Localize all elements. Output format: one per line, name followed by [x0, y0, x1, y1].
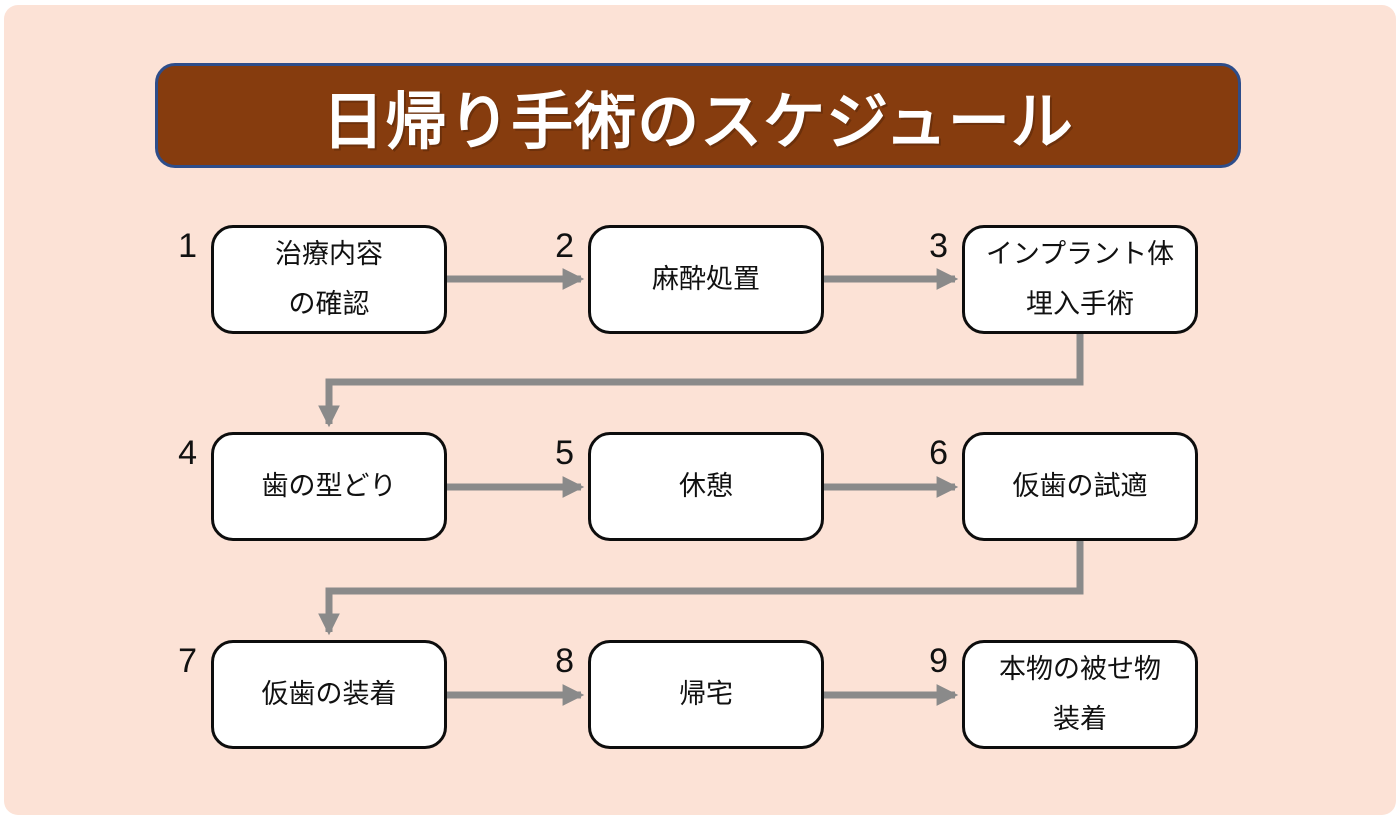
step-box-final-crown-attach: 本物の被せ物 装着 — [962, 640, 1198, 749]
step-number-1: 1 — [178, 227, 197, 265]
step-number-9: 9 — [929, 642, 948, 680]
step-box-treatment-confirmation: 治療内容 の確認 — [211, 225, 447, 334]
step-number-2: 2 — [555, 227, 574, 265]
step-number-5: 5 — [555, 434, 574, 472]
step-box-rest: 休憩 — [588, 432, 824, 541]
step-box-go-home: 帰宅 — [588, 640, 824, 749]
step-box-implant-surgery: インプラント体 埋入手術 — [962, 225, 1198, 334]
step-number-6: 6 — [929, 434, 948, 472]
title-banner: 日帰り手術のスケジュール — [155, 63, 1241, 168]
step-number-7: 7 — [178, 642, 197, 680]
step-box-anesthesia: 麻酔処置 — [588, 225, 824, 334]
step-box-temporary-teeth-attach: 仮歯の装着 — [211, 640, 447, 749]
step-box-tooth-impression: 歯の型どり — [211, 432, 447, 541]
step-box-temporary-teeth-tryin: 仮歯の試適 — [962, 432, 1198, 541]
step-number-8: 8 — [555, 642, 574, 680]
arrow-6-to-7 — [318, 541, 1084, 636]
step-number-4: 4 — [178, 434, 197, 472]
page-title: 日帰り手術のスケジュール — [322, 87, 1074, 157]
arrow-3-to-4 — [318, 334, 1084, 428]
step-number-3: 3 — [929, 227, 948, 265]
